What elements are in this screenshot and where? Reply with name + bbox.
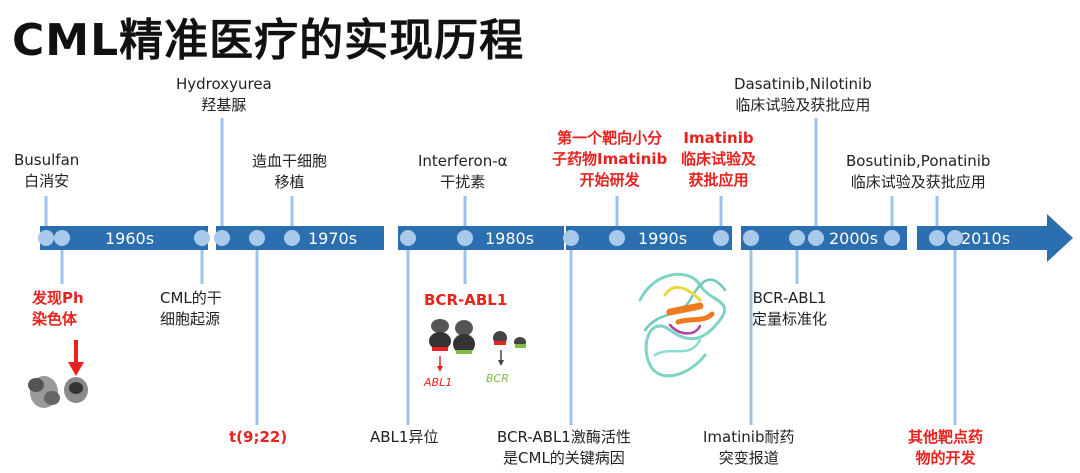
decade-label-1970s: 1970s	[308, 229, 358, 248]
decade-label-2000s: 2000s	[829, 229, 879, 248]
node-ph	[54, 230, 70, 246]
node-2010-start	[929, 230, 945, 246]
imatinib-protein-structure-image	[638, 272, 727, 378]
gene-label-abl1: ABL1	[424, 376, 453, 389]
node-abl1-shift	[400, 230, 416, 246]
event-other-target-drugs: 其他靶点药物的开发	[908, 428, 984, 467]
node-bcr-activity	[563, 230, 579, 246]
event-imatinib-resistance: Imatinib耐药突变报道	[703, 428, 795, 467]
event-abl1-translocation: ABL1异位	[370, 428, 439, 446]
node-first-drug	[609, 230, 625, 246]
node-resistance	[743, 230, 759, 246]
bar-1980s	[398, 226, 564, 250]
node-imatinib-trial	[713, 230, 729, 246]
node-bosutinib	[884, 230, 900, 246]
node-transplant	[284, 230, 300, 246]
node-other-targets	[947, 230, 963, 246]
gene-label-bcr: BCR	[486, 372, 509, 385]
decade-label-1960s: 1960s	[105, 229, 155, 248]
bcr-abl1-chromosome-image	[429, 319, 526, 372]
timeline-arrow-head	[1047, 214, 1073, 262]
node-hydroxyurea	[214, 230, 230, 246]
node-standardization	[789, 230, 805, 246]
ph-chromosome-image	[28, 340, 88, 408]
decade-label-1990s: 1990s	[638, 229, 688, 248]
decade-label-1980s: 1980s	[485, 229, 535, 248]
bar-1990s	[566, 226, 732, 250]
event-stem-cell-transplant: 造血干细胞移植	[252, 152, 328, 191]
node-busulfan	[38, 230, 54, 246]
node-t922	[249, 230, 265, 246]
decade-label-2010s: 2010s	[961, 229, 1011, 248]
event-bcr-abl1: BCR-ABL1	[424, 291, 508, 309]
event-t922: t(9;22)	[229, 428, 288, 446]
event-cml-stem-cell-origin: CML的干细胞起源	[160, 289, 222, 328]
node-stem-cell	[194, 230, 210, 246]
event-bcr-abl1-kinase: BCR-ABL1激酶活性是CML的关键病因	[497, 428, 631, 467]
page-title: CML精准医疗的实现历程	[12, 15, 525, 66]
node-dasatinib	[808, 230, 824, 246]
node-interferon	[457, 230, 473, 246]
